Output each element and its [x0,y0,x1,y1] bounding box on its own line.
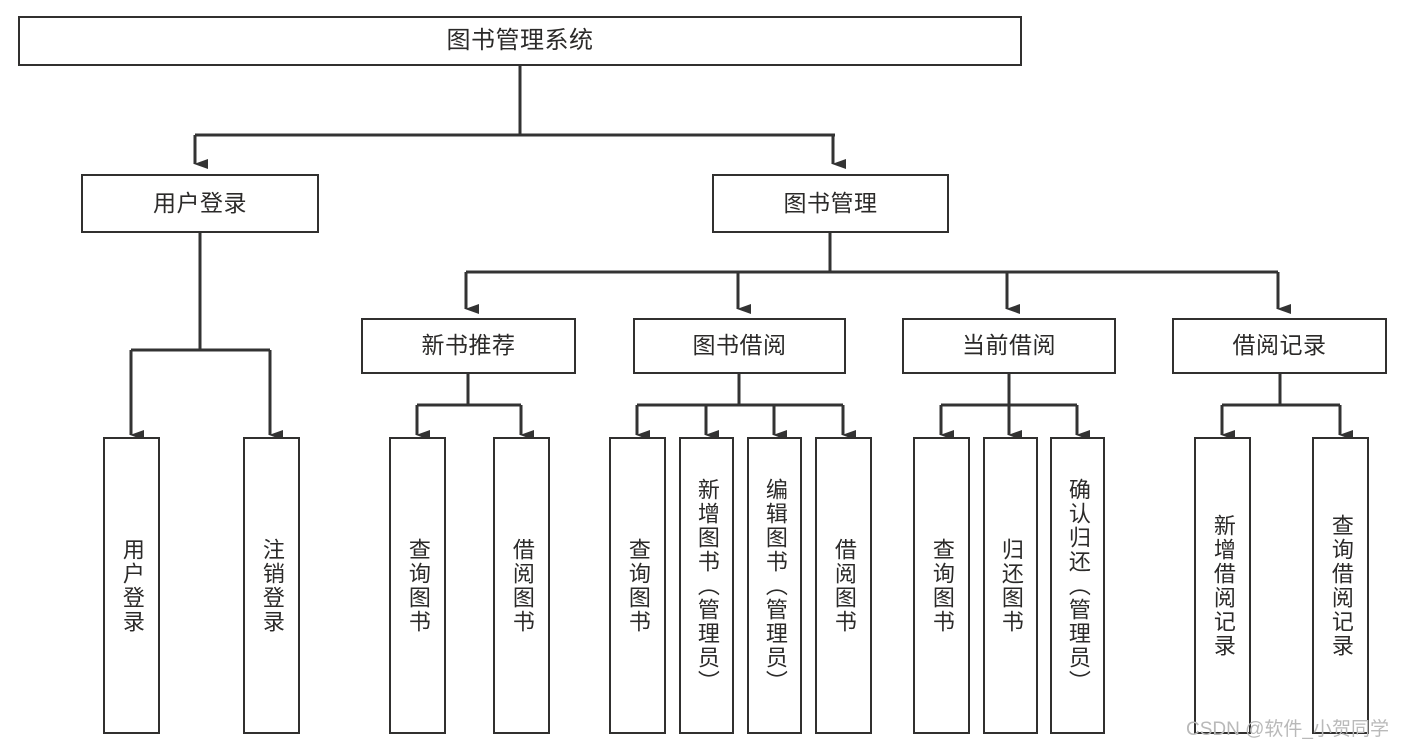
node-label: 注销登录 [259,537,285,634]
node-leaf-borrow-book-1[interactable]: 借阅图书 [493,437,550,734]
node-label: 编辑图书（管理员） [762,477,788,694]
node-leaf-add-book[interactable]: 新增图书（管理员） [679,437,734,734]
node-leaf-edit-book[interactable]: 编辑图书（管理员） [747,437,802,734]
node-book-manage[interactable]: 图书管理 [712,174,949,233]
node-label: 用户登录 [119,537,145,634]
node-book-borrow[interactable]: 图书借阅 [633,318,846,374]
node-leaf-user-login[interactable]: 用户登录 [103,437,160,734]
node-label: 借阅图书 [831,537,857,634]
node-label: 用户登录 [153,189,247,216]
watermark-text: CSDN @软件_小贺同学 [1186,719,1389,740]
node-label: 查询借阅记录 [1328,513,1354,658]
node-label: 新增借阅记录 [1210,513,1236,658]
node-label: 图书管理 [783,189,878,216]
node-leaf-add-record[interactable]: 新增借阅记录 [1194,437,1251,734]
node-user-login[interactable]: 用户登录 [81,174,319,233]
node-leaf-return-book[interactable]: 归还图书 [983,437,1038,734]
node-current-borrow[interactable]: 当前借阅 [902,318,1116,374]
node-label: 新书推荐 [421,332,516,359]
node-label: 借阅图书 [509,537,535,634]
node-label: 新增图书（管理员） [694,477,720,694]
node-leaf-query-record[interactable]: 查询借阅记录 [1312,437,1369,734]
node-label: 当前借阅 [962,332,1056,359]
node-label: 归还图书 [998,537,1024,634]
node-label: 图书管理系统 [446,26,594,54]
node-new-book-recommend[interactable]: 新书推荐 [361,318,576,374]
node-label: 查询图书 [929,537,955,634]
node-label: 查询图书 [405,537,431,634]
node-root-system[interactable]: 图书管理系统 [18,16,1022,66]
node-leaf-borrow-book-2[interactable]: 借阅图书 [815,437,872,734]
node-leaf-query-book-2[interactable]: 查询图书 [609,437,666,734]
node-label: 借阅记录 [1232,332,1327,359]
node-borrow-record[interactable]: 借阅记录 [1172,318,1387,374]
node-leaf-confirm-return[interactable]: 确认归还（管理员） [1050,437,1105,734]
node-label: 查询图书 [625,537,651,634]
node-leaf-logout[interactable]: 注销登录 [243,437,300,734]
node-leaf-query-book-3[interactable]: 查询图书 [913,437,970,734]
node-leaf-query-book-1[interactable]: 查询图书 [389,437,446,734]
node-label: 确认归还（管理员） [1065,477,1091,694]
node-label: 图书借阅 [692,332,787,359]
